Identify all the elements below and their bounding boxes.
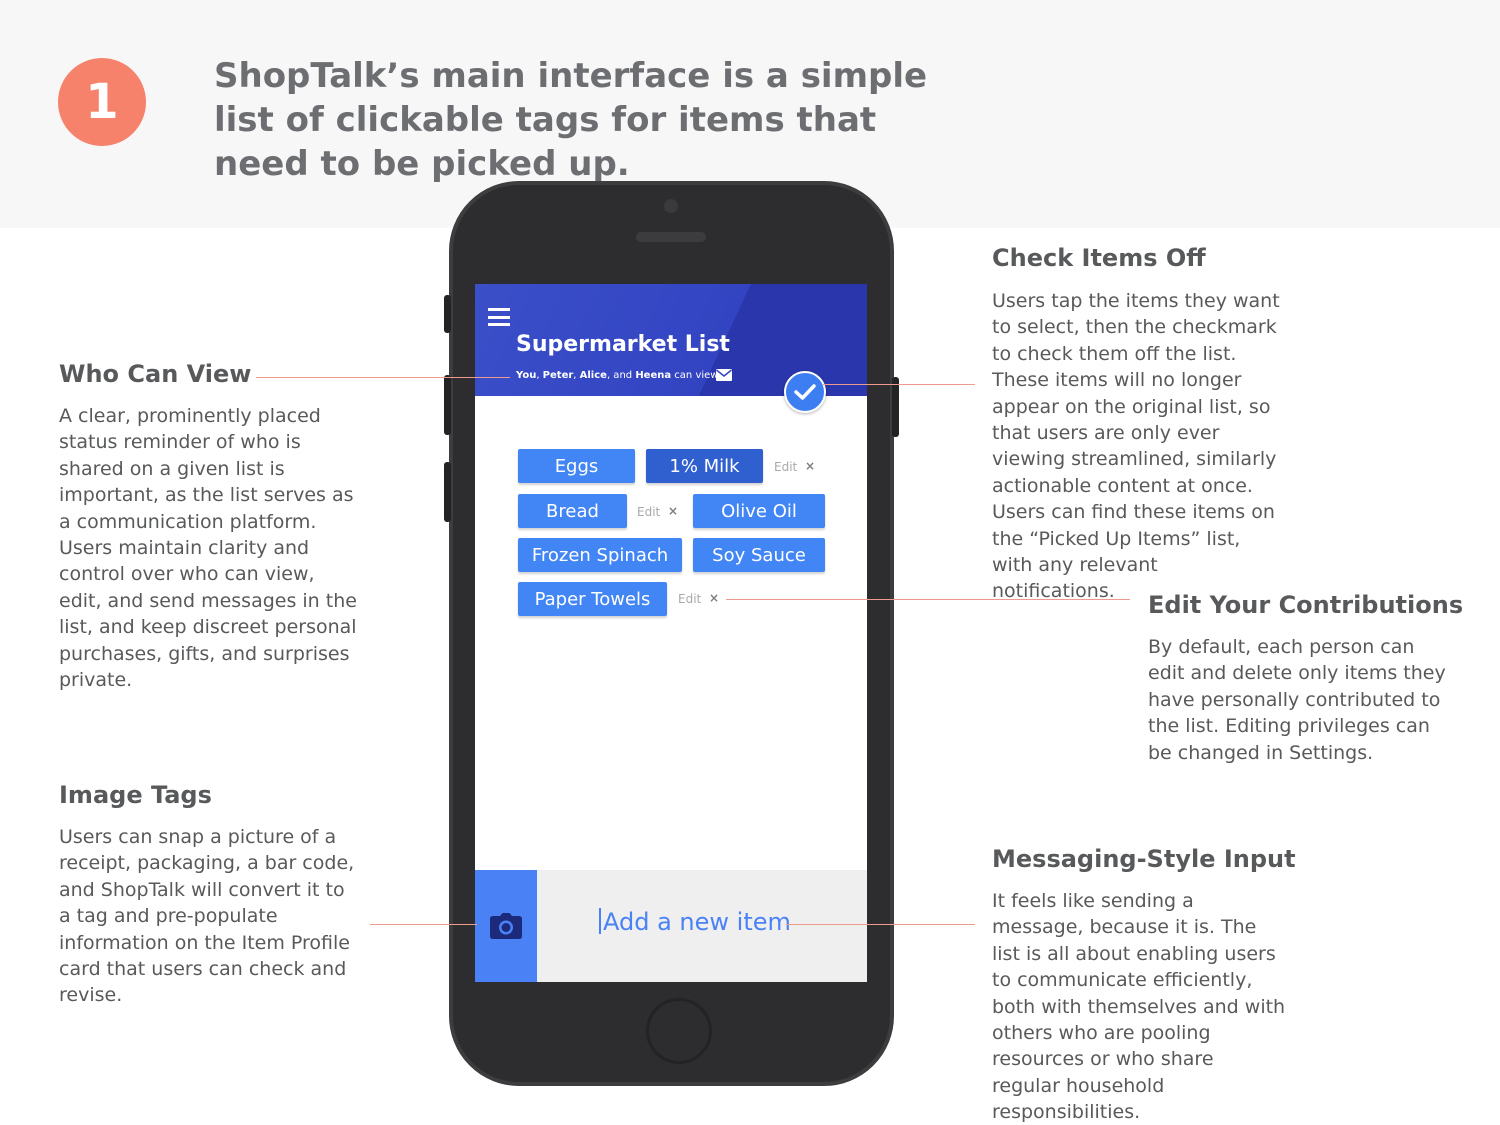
- annotation-title-messaging-input: Messaging-Style Input: [992, 845, 1296, 873]
- new-item-input[interactable]: Add a new item: [599, 908, 791, 936]
- phone-volume-down: [444, 462, 451, 522]
- phone-mute-switch: [444, 295, 451, 333]
- phone-volume-up: [444, 375, 451, 435]
- camera-icon: [490, 913, 522, 939]
- phone-speaker: [636, 232, 706, 242]
- checkmark-icon: [794, 384, 816, 400]
- text-cursor: [599, 908, 601, 934]
- tag-soy-sauce[interactable]: Soy Sauce: [693, 538, 825, 572]
- annotation-body-check-items-off: Users tap the items they want to select,…: [992, 290, 1280, 603]
- camera-button[interactable]: [475, 870, 537, 982]
- phone-power-button: [892, 377, 899, 437]
- app-screen: Supermarket List You, Peter, Alice, and …: [475, 284, 867, 982]
- annotation-body-edit-contributions: By default, each person can edit and del…: [1148, 636, 1446, 764]
- hamburger-menu-icon[interactable]: [488, 308, 510, 326]
- phone-home-button[interactable]: [646, 998, 712, 1064]
- delete-icon-milk[interactable]: ×: [805, 459, 816, 473]
- tag-1-milk[interactable]: 1% Milk: [646, 449, 763, 483]
- leader-line-image-tags: [370, 924, 477, 925]
- annotation-title-who-can-view: Who Can View: [59, 360, 252, 388]
- annotation-title-check-items-off: Check Items Off: [992, 244, 1206, 272]
- edit-link-bread[interactable]: Edit: [637, 505, 661, 519]
- leader-line-messaging-input: [786, 924, 975, 925]
- leader-line-who-can-view: [256, 377, 510, 378]
- annotation-title-image-tags: Image Tags: [59, 781, 212, 809]
- delete-icon-paper-towels[interactable]: ×: [709, 591, 720, 605]
- annotation-title-edit-contributions: Edit Your Contributions: [1148, 591, 1464, 619]
- viewers-status: You, Peter, Alice, and Heena can view: [516, 370, 719, 381]
- leader-line-check-items-off: [823, 384, 975, 385]
- edit-link-milk[interactable]: Edit: [774, 460, 798, 474]
- list-title: Supermarket List: [516, 332, 730, 357]
- leader-line-edit-contributions: [726, 599, 1130, 600]
- phone-front-camera: [664, 199, 678, 213]
- annotation-body-image-tags: Users can snap a picture of a receipt, p…: [59, 826, 355, 1007]
- tag-bread[interactable]: Bread: [518, 494, 627, 528]
- edit-link-paper-towels[interactable]: Edit: [678, 592, 702, 606]
- tag-frozen-spinach[interactable]: Frozen Spinach: [518, 538, 682, 572]
- step-number-badge: 1: [58, 58, 146, 146]
- tag-olive-oil[interactable]: Olive Oil: [693, 494, 825, 528]
- tag-paper-towels[interactable]: Paper Towels: [518, 582, 667, 616]
- check-off-button[interactable]: [784, 371, 826, 413]
- annotation-body-messaging-input: It feels like sending a message, because…: [992, 890, 1286, 1124]
- new-item-input-bar: Add a new item: [475, 870, 867, 982]
- mail-icon[interactable]: [716, 369, 732, 381]
- annotation-body-who-can-view: A clear, prominently placed status remin…: [59, 405, 357, 692]
- delete-icon-bread[interactable]: ×: [668, 504, 679, 518]
- page-headline: ShopTalk’s main interface is a simple li…: [214, 56, 928, 184]
- tag-eggs[interactable]: Eggs: [518, 449, 635, 483]
